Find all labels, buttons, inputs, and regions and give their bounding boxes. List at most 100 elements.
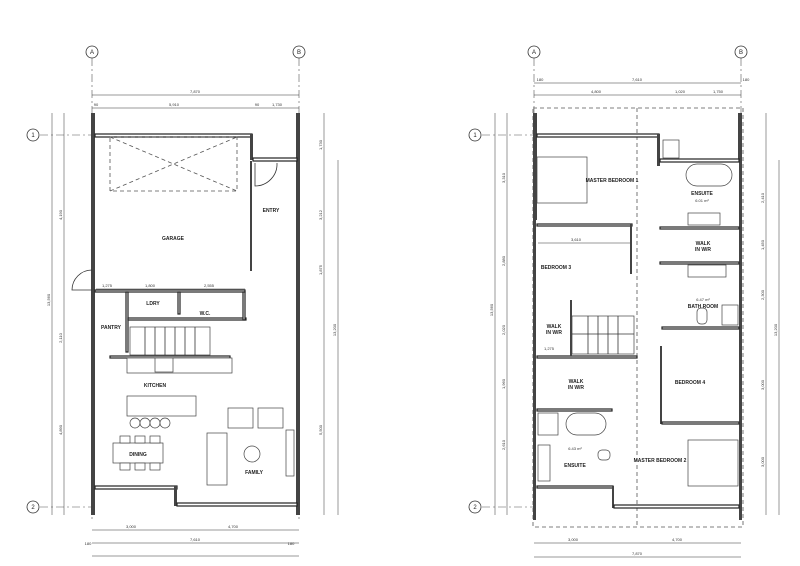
grid-bubble-b: B [734,45,748,59]
room-label-walk-in-1: WALK [696,241,711,247]
ensuite-1-fixtures [662,139,733,226]
room-label-walk-in-2b: IN W/R [546,330,562,336]
garage-door-swing [109,136,238,192]
first-floor-plan: A B 1 2 180 7,610 180 4,800 1,020 1,750 … [468,45,780,558]
dim-edge: 180 [288,541,295,546]
dim-left-depth: 13,560 [489,303,494,316]
dim-right-total: 13,200 [332,323,337,336]
ensuite-2-fixtures [537,412,611,482]
dim-overall-top: 7,870 [190,89,201,94]
svg-text:1: 1 [473,133,477,139]
svg-text:1: 1 [31,133,35,139]
room-label-pantry: PANTRY [101,325,122,331]
side-door[interactable] [71,269,93,291]
armchair [257,407,284,429]
dim-left-low: 4,890 [58,424,63,435]
svg-text:2: 2 [473,505,477,511]
shower-icon [537,412,559,436]
armchair [227,407,254,429]
dim-bottom-inner: 7,610 [190,537,201,542]
bathtub-icon [685,163,733,187]
grid-bubble-1: 1 [468,128,482,142]
svg-text:B: B [739,50,743,56]
dim-left-mid: 2,110 [58,332,63,342]
dim-r3: 2,300 [760,289,765,300]
dim-l4: 1,960 [501,378,506,389]
dim-r5: 3,000 [760,456,765,467]
room-label-walk-in-3b: IN W/R [568,385,584,391]
dim-r2: 1,450 [760,239,765,250]
room-label-master-bedroom-2: MASTER BEDROOM 2 [634,458,687,464]
svg-text:A: A [90,50,94,56]
toilet-icon [696,307,708,325]
room-label-walk-in-2: WALK [547,324,562,330]
dim-bottom-right: 4,700 [672,537,683,542]
dim-right-width: 1,750 [713,89,724,94]
room-label-kitchen: KITCHEN [144,383,167,389]
vanity-icon [687,264,727,278]
dim-l5: 2,610 [501,439,506,450]
dim-right-depth: 13,200 [773,323,778,336]
entry-door[interactable] [254,162,278,187]
room-label-walk-in-3: WALK [569,379,584,385]
dim-bottom-total: 7,870 [632,551,643,556]
bathroom-fixtures [687,264,739,326]
room-label-ensuite-2: ENSUITE [564,463,586,469]
bed [536,156,588,204]
walls [533,113,742,520]
room-label-walk-in-1b: IN W/R [695,247,711,253]
dim-l1: 3,310 [501,172,506,183]
grid-bubble-1: 1 [26,128,40,142]
sofa [206,432,228,486]
ground-floor-outline [532,107,744,528]
dim-wall: 90 [94,102,99,107]
dim-l2: 2,880 [501,255,506,266]
room-area-ensuite-2: 6.43 m² [568,446,582,451]
svg-text:A: A [532,50,536,56]
grid-bubble-b: B [292,45,306,59]
kitchen-island [126,395,197,417]
dim-r1: 2,410 [760,192,765,203]
dim-right-top: 1,730 [318,139,323,150]
room-label-bedroom-4: BEDROOM 4 [675,380,706,386]
toilet-icon [597,449,611,461]
bed [687,439,739,487]
walls [91,113,300,515]
dim-edge: 180 [85,541,92,546]
bathtub-icon [565,412,607,436]
dim-bottom-right: 4,700 [228,524,239,529]
dim-entry-width: 1,730 [272,102,283,107]
svg-text:2: 2 [31,505,35,511]
dim-d2: 1,800 [145,283,156,288]
ground-floor-plan: A B 1 2 7,870 90 5,910 90 1,730 3,000 4,… [26,45,339,557]
coffee-table [243,445,261,463]
vanity-icon [687,212,721,226]
dim-stair-width: 1,275 [544,346,555,351]
dim-wall: 90 [255,102,260,107]
svg-text:B: B [297,50,301,56]
vanity-icon [537,444,551,482]
room-area-ensuite-1: 6.01 m² [695,198,709,203]
dim-right-low: 5,500 [318,424,323,435]
grid-bubble-2: 2 [468,500,482,514]
room-label-entry: ENTRY [263,208,280,214]
dim-left-width: 4,800 [591,89,602,94]
room-label-master-bedroom-1: MASTER BEDROOM 1 [586,178,639,184]
dim-bottom-left: 3,000 [568,537,579,542]
dim-mid-width: 1,020 [675,89,686,94]
room-label-laundry: LDRY [146,301,160,307]
room-label-family: FAMILY [245,470,264,476]
dim-l3: 2,020 [501,324,506,335]
room-label-dining: DINING [129,452,147,458]
dim-overall-top: 7,610 [632,77,643,82]
shower-icon [662,139,680,159]
tv-unit [285,429,295,477]
grid-bubble-a: A [85,45,99,59]
dim-edge: 180 [743,77,750,82]
dim-d3: 2,555 [204,283,215,288]
bar-stools [129,417,171,429]
room-area-bathroom: 6.47 m² [696,297,710,302]
room-label-bedroom-3: BEDROOM 3 [541,265,572,271]
dim-bedroom-3-width: 3,610 [571,237,582,242]
